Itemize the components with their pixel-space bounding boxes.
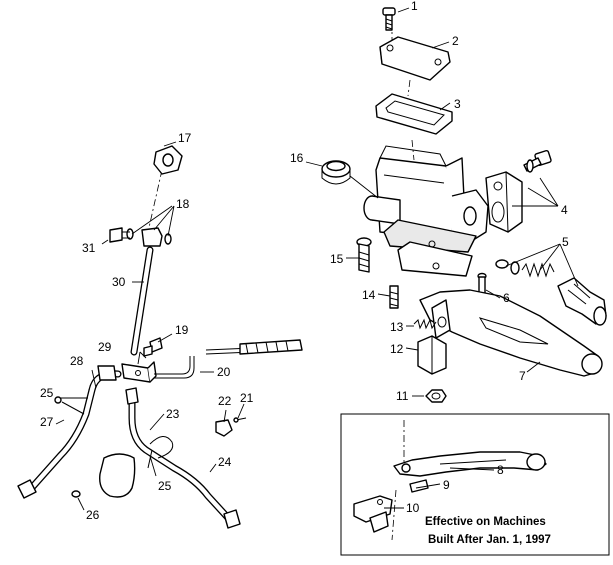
handlebar-clamp (485, 171, 523, 233)
callout-19: 19 (175, 323, 189, 337)
adjust-screw (413, 318, 437, 330)
callout-24: 24 (218, 455, 232, 469)
callout-30: 30 (112, 275, 126, 289)
reservoir-cap (379, 36, 451, 81)
master-cylinder-body (363, 145, 489, 277)
callout-15: 15 (330, 252, 344, 266)
callout-9: 9 (443, 478, 450, 492)
callout-10: 10 (406, 501, 420, 515)
master-cylinder-assembly (321, 7, 607, 403)
callout-26: 26 (86, 508, 100, 522)
inset-note-line2: Built After Jan. 1, 1997 (428, 534, 551, 546)
banjo-washers (126, 227, 172, 247)
callout-4: 4 (561, 203, 568, 217)
cap-screw (382, 7, 396, 31)
inset-panel: Effective on Machines Built After Jan. 1… (340, 413, 610, 556)
rear-brake-line (154, 339, 303, 379)
callout-1: 1 (411, 0, 418, 13)
callout-17: 17 (178, 131, 192, 145)
upper-brake-line (130, 246, 154, 356)
callout-25-upper: 25 (40, 386, 54, 400)
right-brake-hose (125, 387, 241, 529)
clip-screw (233, 417, 247, 423)
callout-16: 16 (290, 151, 304, 165)
clip-bracket (215, 419, 233, 437)
inset-pin (409, 479, 429, 493)
leader-lines (55, 7, 579, 511)
callout-22: 22 (218, 394, 232, 408)
callout-11: 11 (396, 389, 409, 403)
callout-3: 3 (454, 97, 461, 111)
left-brake-hose (17, 365, 122, 499)
callout-14: 14 (362, 288, 376, 302)
hose-clip-upper (54, 396, 85, 415)
inset-block (353, 495, 393, 533)
callout-31: 31 (82, 241, 96, 255)
callout-12: 12 (390, 342, 404, 356)
callout-labels: 1 2 3 4 5 6 7 8 9 10 11 12 13 14 15 16 1… (40, 0, 569, 522)
inset-note-line1: Effective on Machines (425, 516, 546, 528)
brake-lever (419, 289, 603, 377)
lever-bolt (389, 285, 399, 309)
callout-28: 28 (70, 354, 84, 368)
callout-29: 29 (98, 340, 112, 354)
callout-5: 5 (562, 235, 569, 249)
guard-screw (71, 490, 81, 498)
clamp-washer (526, 159, 534, 173)
brake-line-assembly (17, 145, 303, 529)
callout-27: 27 (40, 415, 54, 429)
callout-18: 18 (176, 197, 190, 211)
lever-nut (425, 389, 447, 403)
callout-23: 23 (166, 407, 180, 421)
inset-brake-lever (393, 451, 547, 477)
callout-6: 6 (503, 291, 510, 305)
piston-kit (495, 259, 607, 326)
junction-block (121, 361, 157, 383)
callout-21: 21 (240, 391, 254, 405)
diaphragm-gasket (375, 93, 453, 135)
banjo-fitting (153, 145, 183, 175)
lever-block (417, 335, 447, 375)
callout-2: 2 (452, 34, 459, 48)
pivot-bolt (356, 237, 372, 273)
bleeder-fitting (143, 337, 163, 357)
callout-20: 20 (217, 365, 231, 379)
callout-7: 7 (519, 369, 526, 383)
banjo-bolt (109, 227, 130, 243)
grommet (321, 160, 351, 185)
callout-25-lower: 25 (158, 479, 172, 493)
hose-guard (99, 453, 136, 498)
callout-13: 13 (390, 320, 404, 334)
callout-8: 8 (497, 463, 504, 477)
